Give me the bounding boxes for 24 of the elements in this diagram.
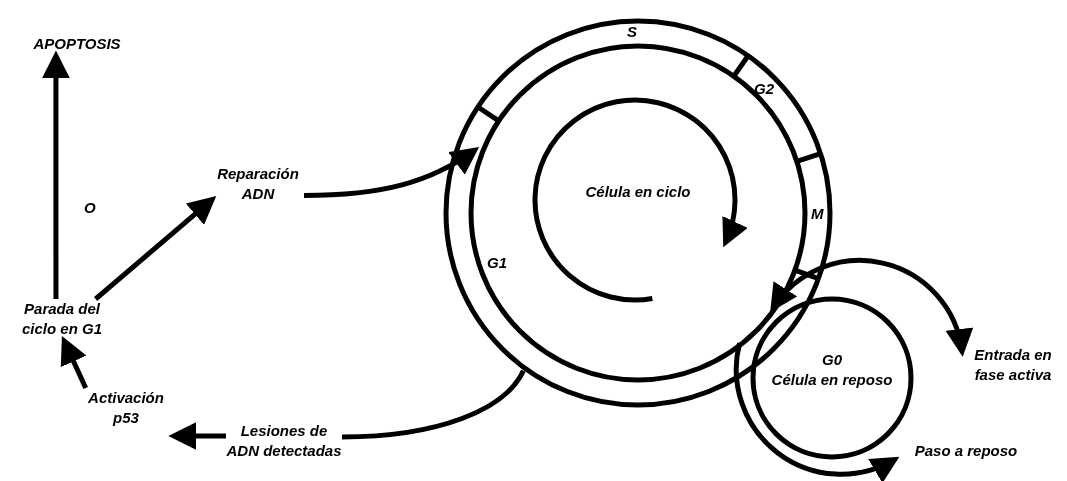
arrow: [769, 258, 972, 357]
resting-cell-circle: [750, 296, 914, 460]
connector-line: [341, 369, 526, 440]
arrow: [41, 50, 70, 299]
arrow: [168, 422, 226, 451]
arrow: [60, 335, 88, 390]
node-label: APOPTOSIS: [12, 34, 142, 56]
phase-label: M: [811, 205, 824, 223]
arrow: [303, 147, 480, 198]
circle-heading: G0: [822, 350, 842, 370]
circle-text: Célula en reposo: [771, 370, 893, 390]
node-label: Activación p53: [78, 388, 174, 438]
node-label: Lesiones de ADN detectadas: [226, 421, 342, 463]
phase-label: S: [627, 23, 637, 41]
node-label: Entrada en fase activa: [962, 345, 1064, 387]
arrow: [733, 342, 900, 481]
phase-label: O: [84, 199, 96, 217]
phase-label: G2: [754, 80, 774, 98]
node-label: Reparación ADN: [212, 164, 304, 206]
arrow: [93, 196, 217, 301]
phase-label: G1: [487, 254, 507, 272]
node-label: Paso a reposo: [896, 441, 1036, 463]
node-label: Parada del ciclo en G1: [6, 299, 118, 341]
center-label: Célula en ciclo: [585, 182, 691, 202]
